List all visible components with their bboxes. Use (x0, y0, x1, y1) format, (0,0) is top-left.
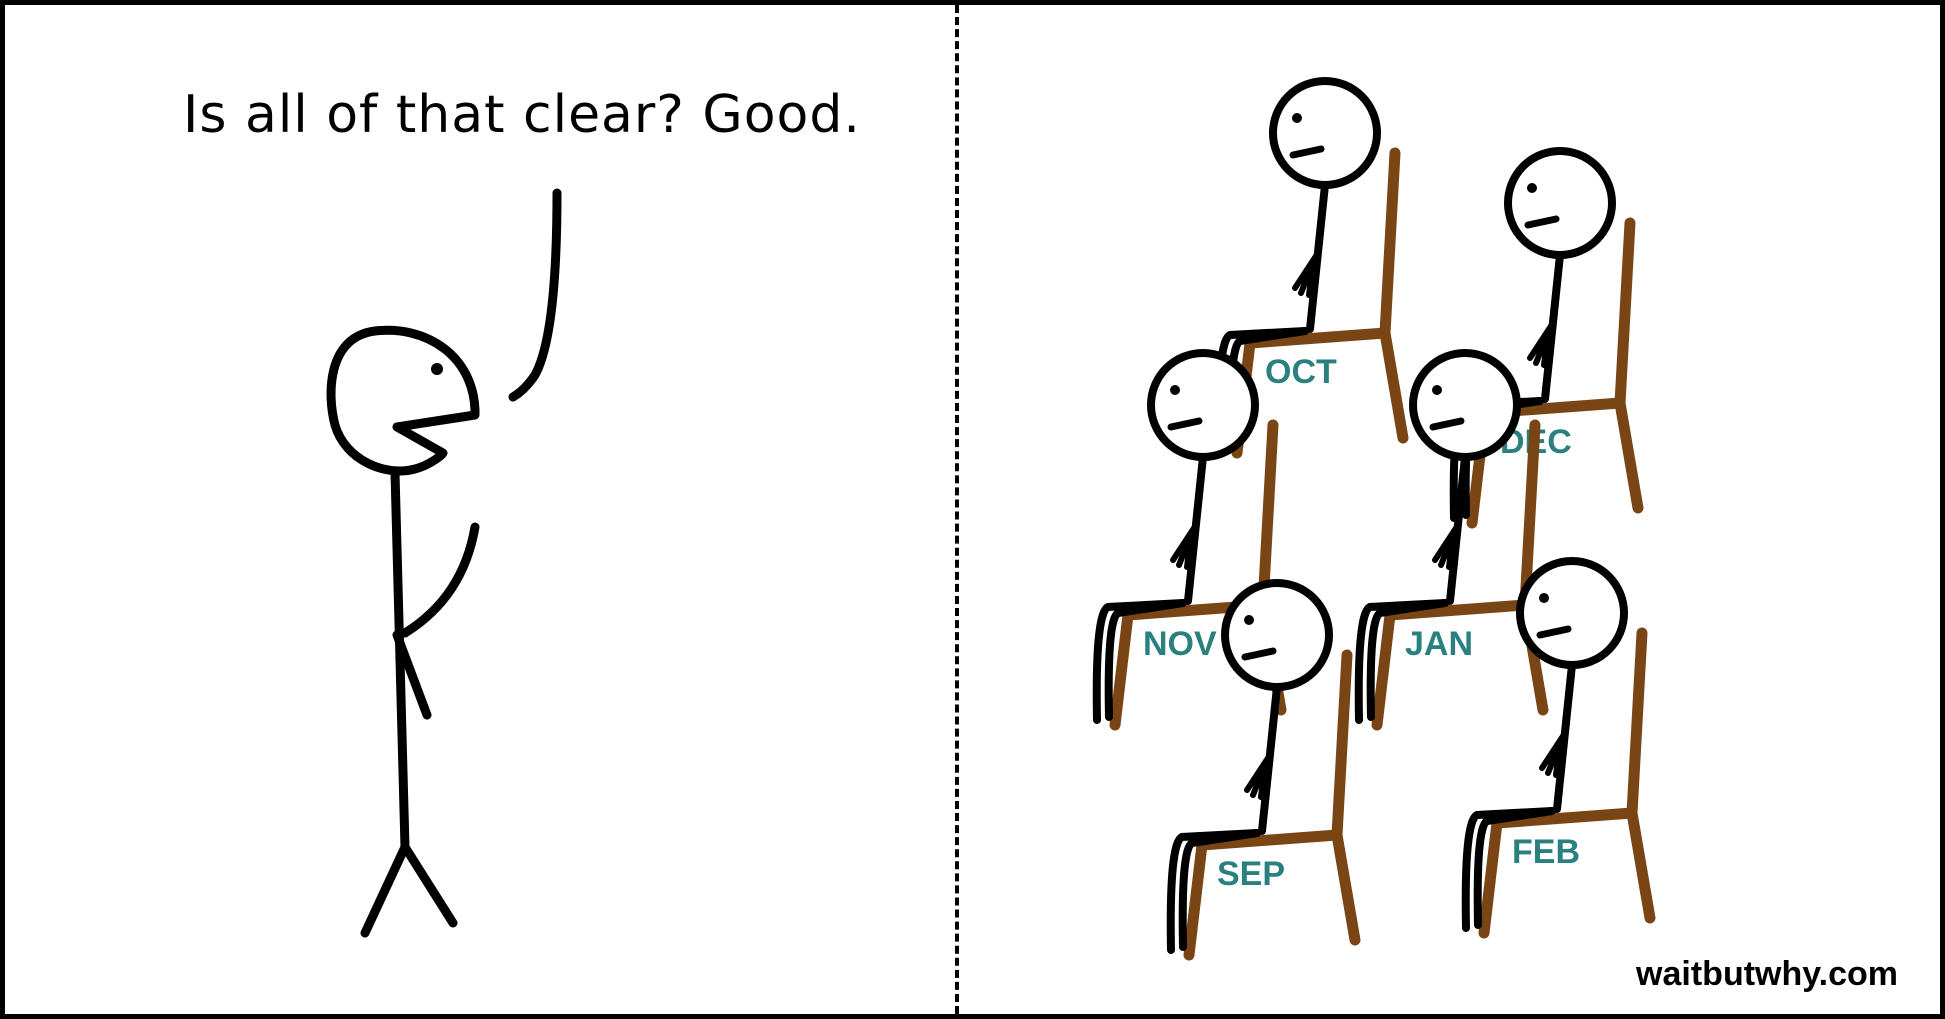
figure-hand (1292, 250, 1321, 298)
speaker-raised-arm (400, 522, 480, 638)
speaker-stick-figure (326, 188, 562, 938)
chair-front-leg (1478, 817, 1503, 939)
seat-label: FEB (1512, 833, 1580, 871)
figure-hand (1527, 320, 1556, 368)
figure-head (1516, 557, 1628, 669)
figure-legs (1461, 807, 1556, 932)
figure-legs-second (1366, 599, 1449, 721)
chair-seat (1196, 829, 1343, 851)
figure-legs (1354, 599, 1449, 724)
chair-back (1626, 627, 1656, 924)
speech-text: Is all of that clear? Good. (183, 85, 861, 145)
seat-label: OCT (1265, 353, 1337, 391)
figure-head (1269, 77, 1381, 189)
seat-group: OCT DEC NOV JAN SEP FEB (1092, 77, 1656, 961)
figure-legs (1092, 599, 1187, 724)
figure-head (1504, 147, 1616, 259)
chair-front-leg (1371, 609, 1396, 731)
figure-eye (1432, 385, 1442, 395)
figure-mouth (1289, 145, 1325, 159)
seated-figure: NOV (1092, 349, 1287, 731)
speech-tail (508, 188, 562, 402)
figure-eye (1170, 385, 1180, 395)
figure-hand (1432, 522, 1461, 570)
figure-mouth (1524, 215, 1560, 229)
chair-seat (1244, 327, 1391, 349)
seated-figure: DEC (1449, 147, 1644, 529)
chair-seat (1384, 599, 1531, 621)
chair-back (1331, 649, 1361, 946)
figure-eye (1244, 615, 1254, 625)
figure-mouth (1167, 417, 1203, 431)
figure-hand (1170, 522, 1199, 570)
figure-eye (1539, 593, 1549, 603)
speaker-eye (431, 363, 443, 375)
figure-mouth (1429, 417, 1465, 431)
speaker-lower-arm (392, 630, 432, 720)
comic-artwork: OCT DEC NOV JAN SEP FEB (326, 77, 1656, 961)
figure-legs-second (1473, 807, 1556, 929)
figure-head (1409, 349, 1521, 461)
chair-front-leg (1183, 839, 1208, 961)
figure-head (1147, 349, 1259, 461)
chair-seat (1491, 807, 1638, 829)
figure-hand (1244, 752, 1273, 800)
figure-mouth (1536, 625, 1572, 639)
speaker-left-leg (360, 842, 410, 938)
speaker-right-leg (400, 842, 458, 928)
figure-head (1221, 579, 1333, 691)
speaker-head (326, 325, 480, 476)
seated-figure: JAN (1354, 349, 1549, 731)
credit-text: waitbutwhy.com (1636, 955, 1898, 993)
seat-label: NOV (1143, 625, 1217, 663)
seated-figure: SEP (1166, 579, 1361, 961)
figure-legs (1166, 829, 1261, 954)
figure-legs-second (1178, 829, 1261, 951)
figure-eye (1292, 113, 1302, 123)
figure-mouth (1241, 647, 1277, 661)
speaker-body (390, 468, 410, 852)
seat-label: SEP (1217, 855, 1285, 893)
chair-back (1379, 147, 1409, 444)
figure-hand (1539, 730, 1568, 778)
seat-label: JAN (1405, 625, 1473, 663)
figure-legs-second (1104, 599, 1187, 721)
figure-eye (1527, 183, 1537, 193)
chair-front-leg (1109, 609, 1134, 731)
panel-divider (955, 5, 959, 1014)
seated-figure: FEB (1461, 557, 1656, 939)
chair-back (1614, 217, 1644, 514)
